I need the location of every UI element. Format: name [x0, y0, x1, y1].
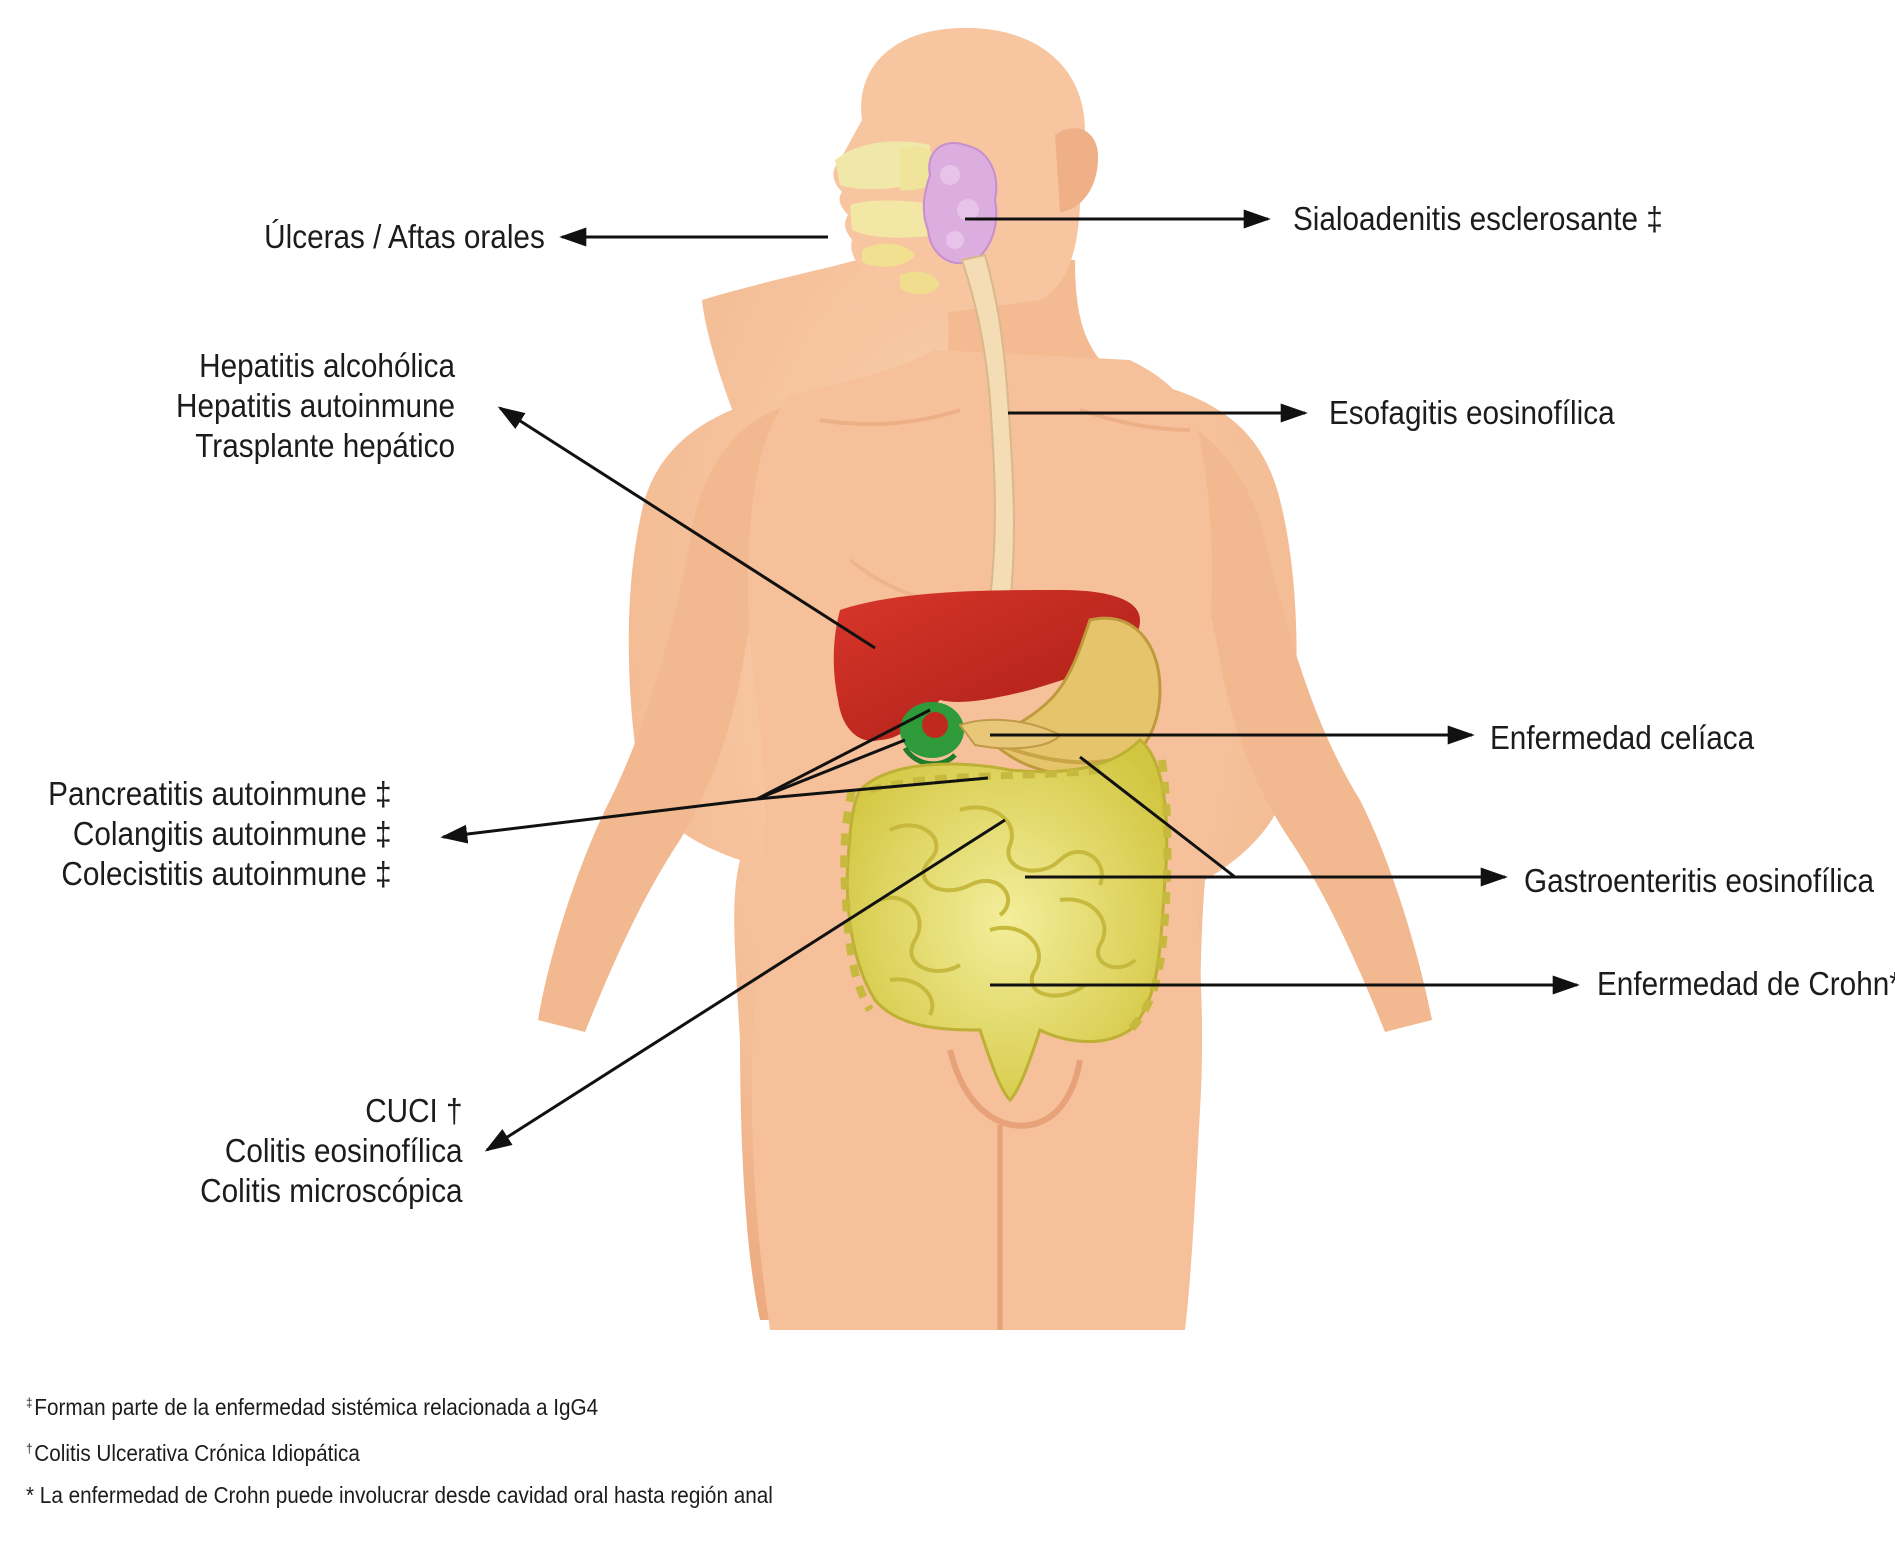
label-group-colitis: CUCI † Colitis eosinofílica Colitis micr… — [201, 1091, 463, 1211]
label-hepatitis-alcoholica: Hepatitis alcohólica — [176, 346, 455, 386]
label-sialoadenitis: Sialoadenitis esclerosante ‡ — [1293, 199, 1663, 239]
footnotes: ‡Forman parte de la enfermedad sistémica… — [26, 1382, 773, 1516]
label-colecistitis-autoinmune: Colecistitis autoinmune ‡ — [49, 854, 392, 894]
label-enfermedad-crohn: Enfermedad de Crohn* — [1597, 964, 1895, 1004]
label-esofagitis: Esofagitis eosinofílica — [1329, 393, 1615, 433]
label-group-hepatitis: Hepatitis alcohólica Hepatitis autoinmun… — [176, 346, 455, 466]
label-cuci: CUCI † — [201, 1091, 463, 1131]
label-enfermedad-celiaca: Enfermedad celíaca — [1490, 718, 1754, 758]
gallbladder — [900, 702, 964, 764]
label-colitis-eosinofilica: Colitis eosinofílica — [201, 1131, 463, 1171]
label-gastroenteritis: Gastroenteritis eosinofílica — [1524, 861, 1874, 901]
label-colitis-microscopica: Colitis microscópica — [201, 1171, 463, 1211]
label-colangitis-autoinmune: Colangitis autoinmune ‡ — [49, 814, 392, 854]
label-hepatitis-autoinmune: Hepatitis autoinmune — [176, 386, 455, 426]
label-pancreatitis-autoinmune: Pancreatitis autoinmune ‡ — [49, 774, 392, 814]
label-group-autoinmune: Pancreatitis autoinmune ‡ Colangitis aut… — [49, 774, 392, 894]
footnote-igg4: ‡Forman parte de la enfermedad sistémica… — [26, 1382, 773, 1428]
label-ulceras-orales: Úlceras / Aftas orales — [264, 217, 545, 257]
footnote-cuci: †Colitis Ulcerativa Crónica Idiopática — [26, 1428, 773, 1474]
label-trasplante-hepatico: Trasplante hepático — [176, 426, 455, 466]
footnote-crohn: * La enfermedad de Crohn puede involucra… — [26, 1474, 773, 1516]
